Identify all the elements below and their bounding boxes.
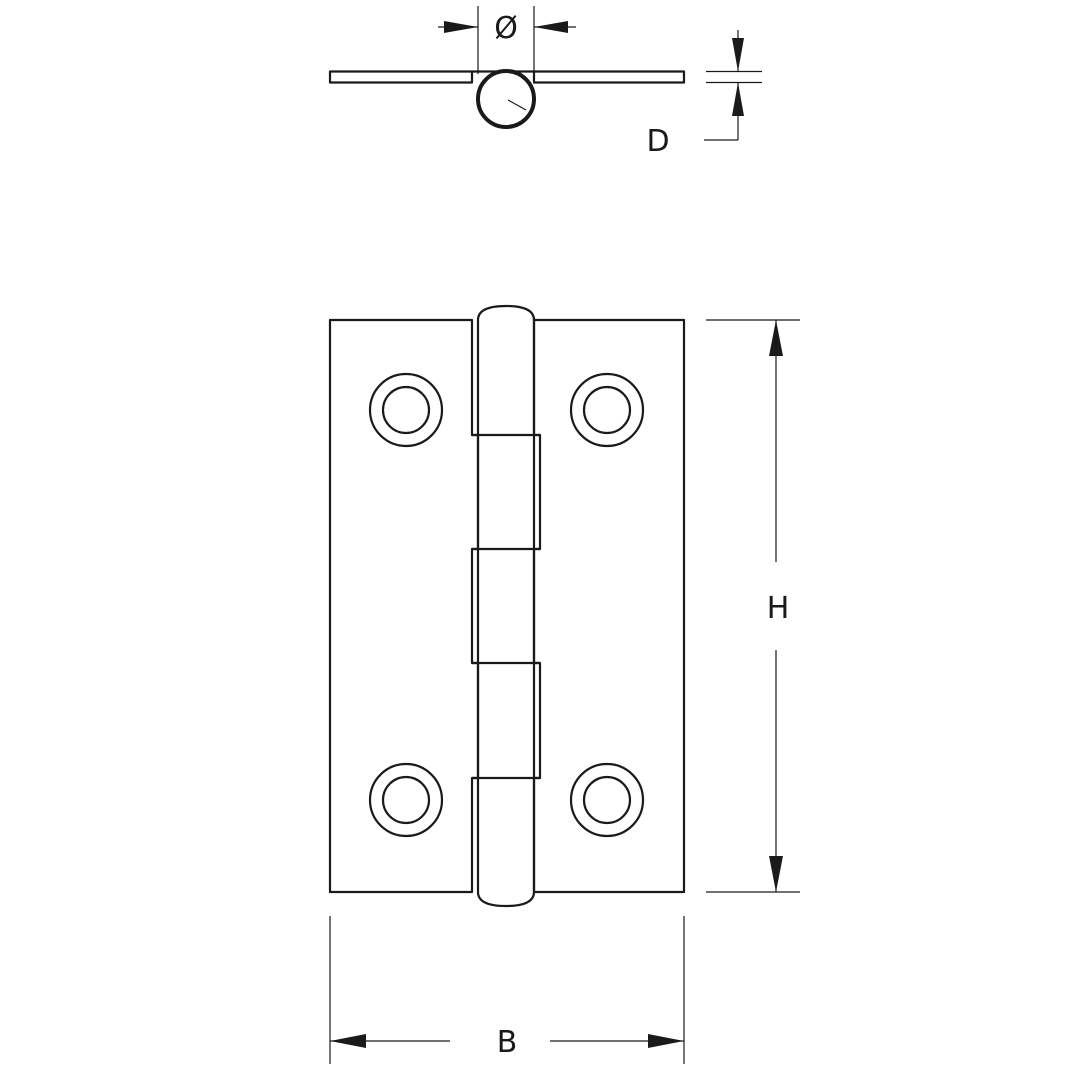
knuckle-pin-circle [476, 69, 536, 129]
top-left-leaf [328, 70, 474, 84]
diameter-dimension: Ø [438, 6, 576, 74]
width-label: B [497, 1025, 518, 1060]
height-label: H [767, 591, 790, 626]
knuckle-barrel [476, 304, 536, 908]
diameter-label: Ø [494, 11, 518, 46]
pin-radius-line [507, 99, 527, 111]
depth-dimension: D [646, 30, 762, 159]
hinge-front-view [328, 304, 686, 908]
left-leaf-outline [328, 318, 480, 894]
depth-label: D [646, 124, 669, 159]
height-arrow-bottom [769, 856, 783, 892]
top-right-leaf [532, 70, 686, 84]
screw-hole-top-right [569, 372, 645, 448]
hinge-top-view [328, 69, 686, 129]
width-dimension: B [329, 916, 685, 1064]
width-arrow-right [648, 1034, 684, 1048]
width-arrow-left [330, 1034, 366, 1048]
screw-hole-top-left [368, 372, 444, 448]
diameter-arrow-right [534, 21, 568, 33]
right-leaf-outline [532, 318, 686, 894]
depth-arrow-bottom [732, 82, 744, 116]
screw-hole-bottom-left [368, 762, 444, 838]
depth-arrow-top [732, 38, 744, 72]
height-arrow-top [769, 320, 783, 356]
screw-hole-bottom-right [569, 762, 645, 838]
diameter-arrow-left [444, 21, 478, 33]
height-dimension: H [706, 319, 800, 893]
